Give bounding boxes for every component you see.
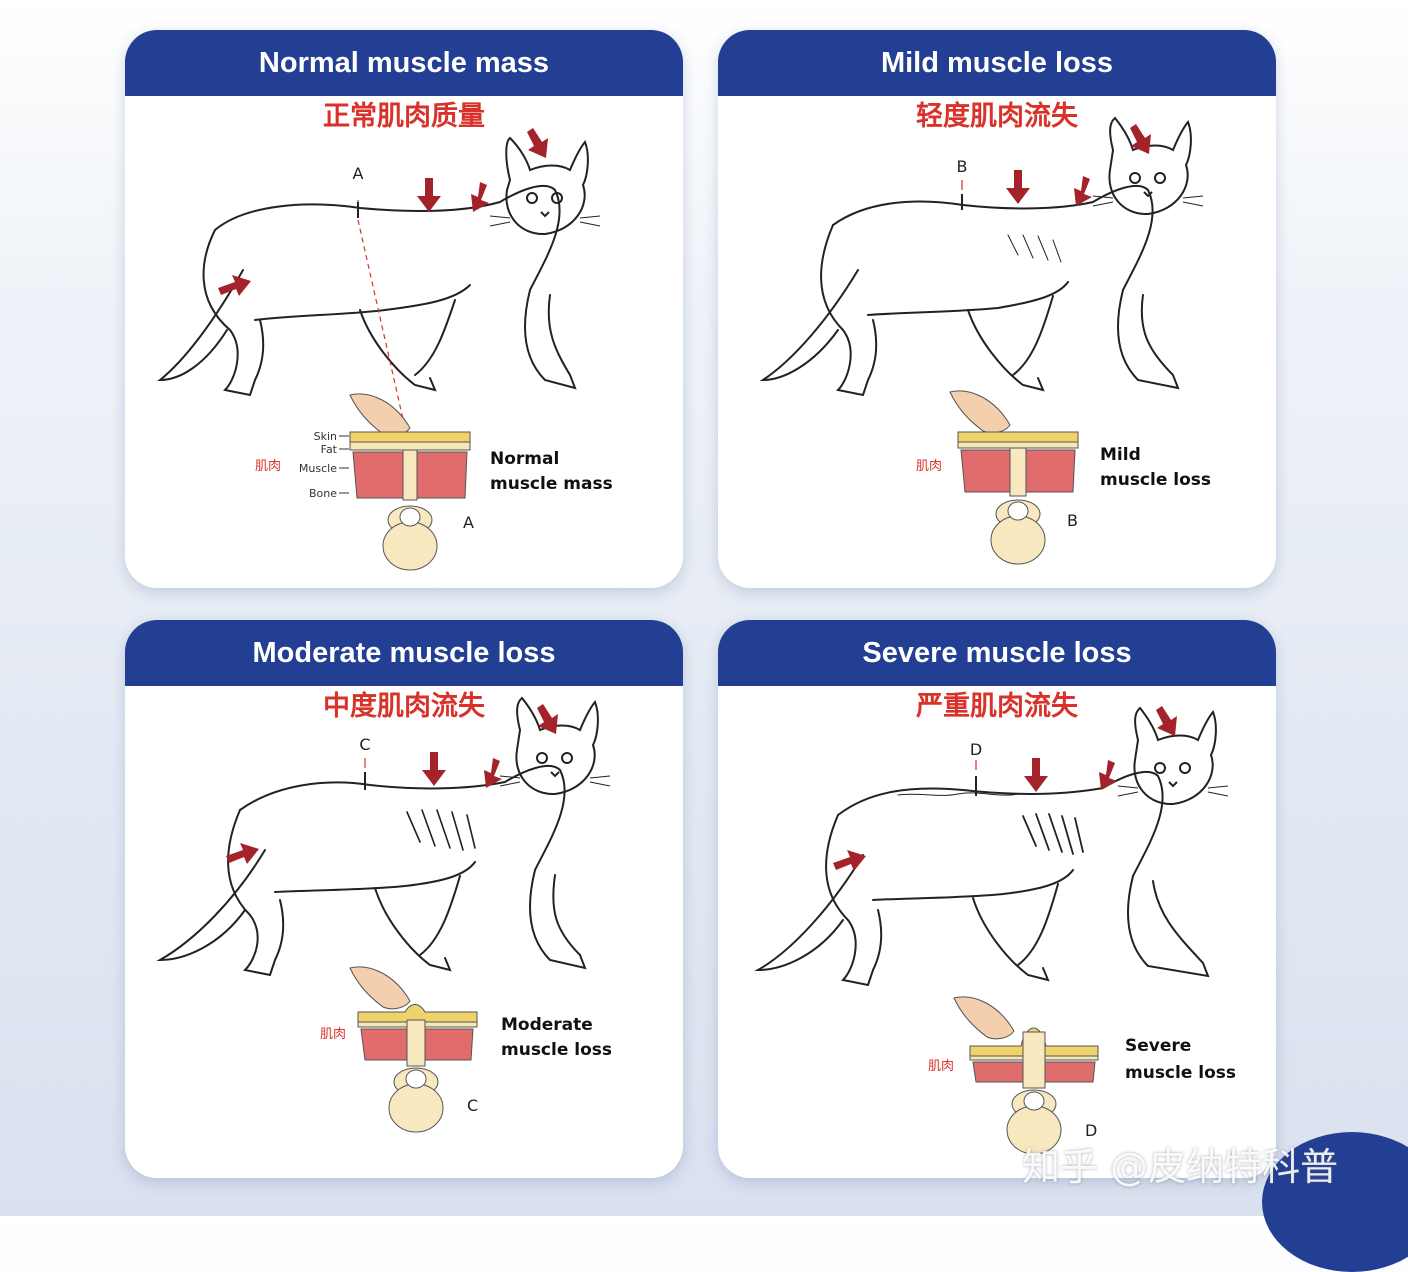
arrow-icon: [422, 752, 446, 786]
panel-title: Severe muscle loss: [718, 620, 1276, 686]
arrow-icon: [833, 850, 866, 871]
muscle-cn-label: 肌肉: [255, 459, 281, 474]
muscle-cn-label: 肌肉: [928, 1059, 954, 1074]
arrow-icon: [537, 704, 558, 734]
cross-section-diagram: [349, 393, 471, 571]
watermark: 知乎 @皮纳特科普: [1022, 1145, 1339, 1189]
panel-severe: Severe muscle loss 严重肌肉流失 D: [718, 620, 1276, 1178]
layer-label-fat: Fat: [321, 443, 338, 456]
description-line2: muscle loss: [501, 1040, 612, 1060]
arrow-icon: [1074, 176, 1092, 206]
section-letter: A: [463, 513, 474, 532]
arrow-icon: [1156, 706, 1177, 736]
description-line2: muscle loss: [1100, 470, 1211, 490]
description-line1: Moderate: [501, 1015, 593, 1035]
description-line1: Severe: [1125, 1036, 1191, 1056]
cat-illustration: B 肌肉 B Mild muscle loss: [759, 116, 1211, 565]
muscle-cn-label: 肌肉: [320, 1027, 346, 1042]
panel-title: Mild muscle loss: [718, 30, 1276, 96]
arrow-icon: [1024, 758, 1048, 792]
description-line2: muscle loss: [1125, 1063, 1236, 1083]
arrow-icon: [218, 275, 251, 296]
panel-moderate: Moderate muscle loss 中度肌肉流失 C: [125, 620, 683, 1178]
layer-label-skin: Skin: [314, 430, 337, 443]
section-letter: C: [467, 1096, 478, 1115]
muscle-cn-label: 肌肉: [916, 459, 942, 474]
section-letter: B: [1067, 511, 1078, 530]
layer-label-bone: Bone: [309, 487, 337, 500]
section-letter: D: [1085, 1121, 1097, 1140]
panel-title: Normal muscle mass: [125, 30, 683, 96]
arrow-icon: [471, 182, 489, 212]
panel-title: Moderate muscle loss: [125, 620, 683, 686]
panel-subtitle: 中度肌肉流失: [323, 691, 485, 722]
panel-subtitle: 正常肌肉质量: [323, 101, 485, 132]
arrow-icon: [1006, 170, 1030, 204]
cat-illustration: A Skin Fat Muscle Bone 肌肉 A Norm: [157, 128, 613, 571]
panel-normal: Normal muscle mass 正常肌肉质量 A: [125, 30, 683, 588]
panel-subtitle: 严重肌肉流失: [916, 691, 1078, 722]
arrow-icon: [1130, 124, 1151, 154]
arrow-icon: [417, 178, 441, 212]
panel-subtitle: 轻度肌肉流失: [916, 101, 1078, 132]
cat-illustration: C 肌肉 C Moderate muscle loss: [156, 696, 612, 1133]
marker-label: B: [957, 157, 968, 176]
layer-label-muscle: Muscle: [299, 462, 337, 475]
marker-label: C: [359, 735, 370, 754]
cat-illustration: D 肌肉 D Severe muscle loss: [754, 706, 1236, 1155]
marker-label: A: [353, 164, 364, 183]
arrow-icon: [226, 843, 259, 864]
description-line2: muscle mass: [490, 474, 613, 494]
cross-section-diagram: [349, 966, 478, 1133]
marker-label: D: [970, 740, 982, 759]
cross-section-diagram: [953, 996, 1099, 1155]
description-line1: Mild: [1100, 445, 1141, 465]
description-line1: Normal: [490, 449, 559, 469]
cross-section-diagram: [949, 390, 1079, 565]
panel-mild: Mild muscle loss 轻度肌肉流失 B: [718, 30, 1276, 588]
arrow-icon: [484, 758, 502, 788]
arrow-icon: [527, 128, 548, 158]
arrow-icon: [1099, 760, 1117, 790]
